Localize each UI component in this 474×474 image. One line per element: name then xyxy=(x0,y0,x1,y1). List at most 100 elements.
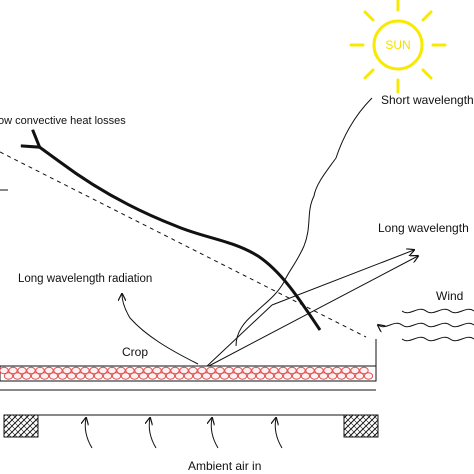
crop-cell xyxy=(0,366,9,375)
crop-cell xyxy=(71,366,81,375)
crop-cell xyxy=(300,372,311,380)
crop-cell xyxy=(246,372,257,380)
crop-cell xyxy=(84,372,95,380)
sun-label: SUN xyxy=(385,38,410,52)
crop-cell xyxy=(197,366,207,375)
crop-cell xyxy=(206,366,216,375)
convective-heat-losses-label: ow convective heat losses xyxy=(0,115,126,127)
sun-icon xyxy=(349,0,447,94)
crop-cell xyxy=(224,366,234,375)
crop-cell xyxy=(255,372,266,380)
crop-cell xyxy=(107,366,117,375)
crop-cell xyxy=(269,366,279,375)
crop-cell xyxy=(93,372,104,380)
crop-cell xyxy=(147,372,158,380)
crop-cell xyxy=(282,372,293,380)
crop-cell xyxy=(161,366,171,375)
crop-cell xyxy=(210,372,221,380)
long-wavelength-right-label: Long wavelength xyxy=(378,221,469,235)
crop-cell xyxy=(291,372,302,380)
ambient-air-label: Ambient air in xyxy=(188,459,261,473)
wind-label: Wind xyxy=(436,289,463,303)
crop-tray xyxy=(0,365,377,382)
crop-cell xyxy=(26,366,36,375)
crop-cell xyxy=(318,372,329,380)
ambient-air-arrows xyxy=(85,418,283,449)
crop-cell xyxy=(129,372,140,380)
crop-cell xyxy=(350,366,360,375)
crop-cell xyxy=(341,366,351,375)
short-wavelength-label: Short wavelength xyxy=(381,93,474,107)
crop-cell xyxy=(179,366,189,375)
crop-cell xyxy=(134,366,144,375)
crop-cell xyxy=(215,366,225,375)
crop-cell xyxy=(143,366,153,375)
crop-cell xyxy=(287,366,297,375)
wind-arrows xyxy=(378,308,474,342)
crop-cell xyxy=(80,366,90,375)
crop-cell xyxy=(98,366,108,375)
crop-cell xyxy=(192,372,203,380)
crop-cell xyxy=(48,372,59,380)
crop-cell xyxy=(174,372,185,380)
crop-cell xyxy=(165,372,176,380)
crop-cell xyxy=(116,366,126,375)
crop-cell xyxy=(305,366,315,375)
crop-cell xyxy=(89,366,99,375)
crop-label: Crop xyxy=(122,345,148,359)
crop-cell xyxy=(323,366,333,375)
long-wavelength-radiation-arrow xyxy=(122,294,199,365)
right-support xyxy=(343,414,379,438)
transparent-cover-line xyxy=(0,151,367,338)
crop-cell xyxy=(62,366,72,375)
crop-cell xyxy=(57,372,68,380)
crop-cell xyxy=(260,366,270,375)
crop-cell xyxy=(264,372,275,380)
crop-cell xyxy=(201,372,212,380)
crop-cell xyxy=(21,372,32,380)
crop-cell xyxy=(156,372,167,380)
crop-cell xyxy=(278,366,288,375)
crop-cell xyxy=(35,366,45,375)
crop-cell xyxy=(75,372,86,380)
crop-cell xyxy=(332,366,342,375)
crop-cell xyxy=(170,366,180,375)
crop-cell xyxy=(359,366,369,375)
short-wavelength-wave xyxy=(235,97,373,347)
crop-cell xyxy=(138,372,149,380)
crop-cell xyxy=(363,372,374,380)
crop-cell xyxy=(8,366,18,375)
crop-cell xyxy=(102,372,113,380)
radiation-line-reflected xyxy=(271,250,414,306)
crop-cell xyxy=(183,372,194,380)
crop-cell xyxy=(273,372,284,380)
crop-cell xyxy=(30,372,41,380)
crop-cell xyxy=(251,366,261,375)
crop-cell xyxy=(237,372,248,380)
convective-heat-loss-arrow xyxy=(38,146,322,331)
crop-cell xyxy=(314,366,324,375)
crop-cell xyxy=(354,372,365,380)
crop-cell xyxy=(309,372,320,380)
crop-cell xyxy=(111,372,122,380)
crop-cell xyxy=(219,372,230,380)
crop-cell xyxy=(39,372,50,380)
crop-cell xyxy=(327,372,338,380)
crop-cell xyxy=(228,372,239,380)
crop-cell xyxy=(242,366,252,375)
left-support xyxy=(3,414,39,438)
crop-cell xyxy=(17,366,27,375)
crop-cell xyxy=(296,366,306,375)
crop-cell xyxy=(120,372,131,380)
crop-cell xyxy=(66,372,77,380)
crop-cell xyxy=(3,372,14,380)
crop-cell xyxy=(336,372,347,380)
crop-cell xyxy=(188,366,198,375)
crop-cell xyxy=(44,366,54,375)
crop-cell xyxy=(152,366,162,375)
radiation-line-direct xyxy=(204,256,418,369)
crop-cell xyxy=(12,372,23,380)
crop-cell xyxy=(345,372,356,380)
